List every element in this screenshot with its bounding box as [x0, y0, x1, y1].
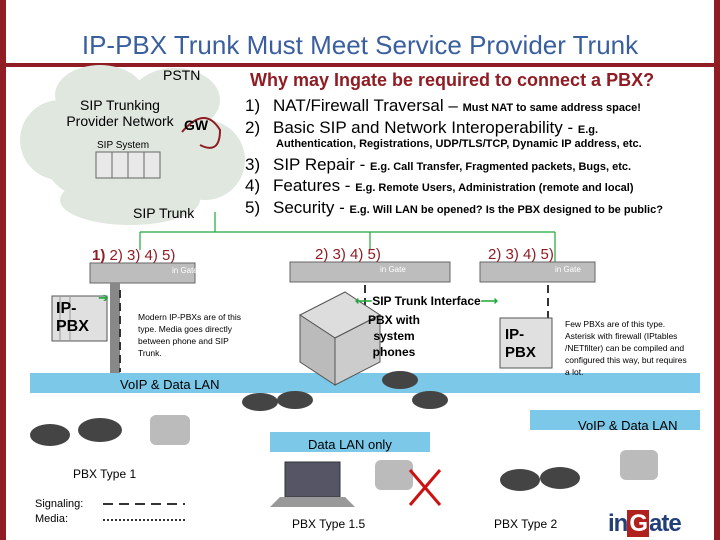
legend-media-label: Media:: [35, 513, 69, 525]
reason-2-subtext: Authentication, Registrations, UDP/TLS/T…: [276, 138, 642, 150]
gateway-arrow: [181, 117, 222, 149]
sip-trunk-interface: ⟵SIP Trunk Interface⟶: [355, 294, 498, 308]
reason-3: 3) SIP Repair - E.g. Call Transfer, Fragm…: [245, 155, 631, 175]
ingate-label-middle: in Gate: [380, 265, 406, 274]
reason-main: Basic SIP and Network Interoperability -: [273, 118, 578, 137]
pbx-type2-label: PBX Type 2: [494, 517, 558, 531]
arrow-left-icon: ⟵: [355, 294, 373, 308]
steps-right: 2) 3) 4) 5): [488, 246, 554, 263]
pbx1-note: Modern IP-PBXs are of this type. Media g…: [138, 312, 241, 358]
reason-detail: Must NAT to same address space!: [462, 102, 641, 114]
logo-g: G: [627, 510, 649, 537]
pbx2-label: IP- PBX: [505, 326, 536, 361]
ingate-label-right: in Gate: [555, 265, 581, 274]
gw-label: GW: [184, 117, 209, 133]
reason-main: NAT/Firewall Traversal –: [273, 96, 463, 115]
reason-number: 2): [245, 118, 261, 137]
provider-cloud: [20, 65, 245, 225]
reason-main: Features -: [273, 176, 356, 195]
reason-detail: E.g. Will LAN be opened? Is the PBX desi…: [349, 204, 663, 216]
pstn-label: PSTN: [163, 67, 201, 83]
lan-right-label: VoIP & Data LAN: [578, 418, 678, 433]
pbx-type15-label: PBX Type 1.5: [292, 517, 366, 531]
pbx-type1-box: [51, 295, 108, 342]
lan-right: [530, 410, 700, 430]
signaling-lines: [119, 285, 549, 372]
pbx2-note: Few PBXs are of this type. Asterisk with…: [565, 319, 687, 377]
reason-number: 5): [245, 198, 261, 217]
reason-4: 4) Features - E.g. Remote Users, Administ…: [245, 176, 634, 196]
reason-number: 3): [245, 155, 261, 174]
why-heading: Why may Ingate be required to connect a …: [250, 70, 655, 90]
ingate-logo: inGate: [608, 510, 682, 538]
lan-left: [30, 373, 245, 393]
ingate-appliance-left: [89, 262, 196, 373]
reason-detail: E.g.: [577, 124, 599, 136]
sip-trunk-label: SIP Trunk: [133, 205, 195, 221]
sip-trunk-interface-label: SIP Trunk Interface: [372, 294, 481, 308]
laptop-icon: [270, 461, 355, 507]
reason-1: 1) NAT/Firewall Traversal – Must NAT to s…: [245, 96, 641, 116]
provider-label: SIP Trunking Provider Network: [66, 97, 174, 129]
reason-2: 2) Basic SIP and Network Interoperability…: [245, 118, 598, 138]
left-border-bar: [0, 0, 6, 540]
arrow-right-icon: ⟶: [480, 294, 498, 308]
step-first: 1): [92, 247, 106, 264]
reason-detail: E.g. Remote Users, Administration (remot…: [355, 182, 634, 194]
lan-center: [240, 373, 700, 393]
ingate-appliance-middle: [289, 261, 451, 283]
sip-system-label: SIP System: [97, 140, 150, 151]
logo-pre: in: [608, 510, 628, 537]
data-lan-only-bar: [270, 432, 430, 452]
legend-signaling-label: Signaling:: [35, 498, 84, 510]
trunk-lines: [139, 212, 556, 262]
pbx-type2-box: [499, 317, 553, 369]
pbx1-label: IP- PBX: [56, 300, 89, 335]
ingate-label-left: in Gate: [172, 266, 198, 275]
reason-main: Security -: [273, 198, 350, 217]
reason-detail: E.g. Call Transfer, Fragmented packets, …: [370, 161, 632, 173]
phones: [30, 371, 658, 491]
steps-left: 1) 2) 3) 4) 5): [92, 247, 175, 264]
ingate-appliance-right: [479, 261, 596, 283]
pbx15-label: PBX with system phones: [368, 313, 421, 359]
lan-left-label: VoIP & Data LAN: [120, 377, 220, 392]
pbx-type1-label: PBX Type 1: [73, 467, 137, 481]
title-divider: [0, 63, 720, 67]
right-border-bar: [714, 0, 720, 540]
reason-number: 4): [245, 176, 261, 195]
step-rest: 2) 3) 4) 5): [105, 247, 176, 264]
logo-post: ate: [649, 510, 682, 537]
steps-middle: 2) 3) 4) 5): [315, 246, 381, 263]
cross-mark-icon: [408, 469, 442, 506]
slide-title: IP-PBX Trunk Must Meet Service Provider …: [81, 30, 639, 60]
arrow-right-icon: ➔: [98, 290, 109, 305]
reason-main: SIP Repair -: [273, 155, 371, 174]
reason-5: 5) Security - E.g. Will LAN be opened? Is…: [245, 198, 663, 218]
sip-system-servers: [95, 151, 161, 179]
pbx-type15-box: [299, 291, 381, 386]
data-lan-only-label: Data LAN only: [308, 437, 392, 452]
reason-number: 1): [245, 96, 261, 115]
